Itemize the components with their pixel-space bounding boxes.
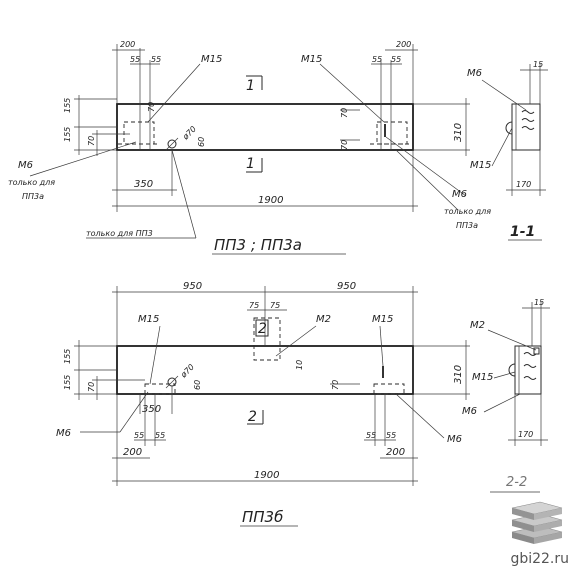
dim-200-right-b: 200 [386,447,405,458]
bottom-slab-outline [116,345,414,395]
note-only-pp3a-right-2: ПП3а [456,221,478,230]
bottom-embed-center [253,317,281,361]
note-only-pp3: только для ПП3 [86,229,153,238]
dim-70-inner-c: 70 [340,140,349,150]
dim-55-c: 55 [372,55,382,64]
dim-70-left-b: 70 [87,382,96,392]
dim-950-left: 950 [183,281,202,292]
dim-55-b: 55 [151,55,161,64]
hole-dia: ø70 [180,124,198,142]
dim-155-top: 155 [63,98,72,113]
title-pp3-pp3a: ПП3 ; ПП3а [214,236,302,254]
cut-mark-1-top: 1 [246,78,255,94]
dim-200-left: 200 [120,40,135,49]
section-label-m6: М6 [467,68,482,79]
stack-of-slabs-icon [511,501,563,544]
dim-200-right: 200 [396,40,411,49]
top-embed-left [123,121,155,145]
dim-1900-bottom: 1900 [254,470,279,481]
dim-60: 60 [197,137,206,147]
dim-350-b: 350 [142,404,161,415]
dim-155-bottom-b: 155 [63,375,72,390]
dim-55-c-b: 55 [366,431,376,440]
dim-55-d-b: 55 [386,431,396,440]
dim-310: 310 [453,123,464,142]
cut-mark-2-bottom: 2 [248,409,257,425]
label-m2-center: М2 [316,314,331,325]
dim-55-d: 55 [391,55,401,64]
label-m6-right: М6 [452,189,467,200]
section-dim-170-b: 170 [518,430,533,439]
dim-55-b-b: 55 [155,431,165,440]
watermark-text: gbi22.ru [510,551,569,567]
note-only-pp3a-left-1: только для [8,178,55,187]
section-1-1: М6 М15 15 170 1-1 [467,60,548,241]
bottom-embed-right [373,383,405,395]
label-m15-right: М15 [301,54,322,65]
label-m6-left-b: М6 [56,428,71,439]
label-m6-left: М6 [18,160,33,171]
dim-55-a: 55 [130,55,140,64]
section-label-m2: М2 [470,320,485,331]
dim-950-right: 950 [337,281,356,292]
top-slab-outline [116,103,414,151]
top-hole [167,139,177,149]
cut-mark-2-top: 2 [258,321,267,337]
dim-1900-top: 1900 [258,195,283,206]
label-m15-right-b: М15 [372,314,393,325]
label-m15-left: М15 [201,54,222,65]
dim-60-b: 60 [193,380,202,390]
note-only-pp3a-left-2: ПП3а [22,192,44,201]
section-2-2: М2 М15 М6 15 170 2-2 [462,298,550,493]
dim-70-inner-b: 70 [340,108,349,118]
title-pp3b: ПП3б [242,508,283,526]
section-label-m6-b: М6 [462,406,477,417]
cut-mark-1-bottom: 1 [246,156,255,172]
dim-55-a-b: 55 [134,431,144,440]
dim-75-b: 75 [270,301,280,310]
top-embed-right [376,121,408,145]
dim-155-top-b: 155 [63,349,72,364]
dim-70-inner-a: 70 [147,102,156,112]
section-dim-15-b: 15 [534,298,544,307]
section-label-m15: М15 [470,160,491,171]
section-dim-170: 170 [516,180,531,189]
dim-155-bottom: 155 [63,127,72,142]
dim-350: 350 [134,179,153,190]
note-only-pp3a-right-1: только для [444,207,491,216]
dim-10: 10 [295,360,304,370]
section-title-1-1: 1-1 [510,224,535,240]
dim-200-left-b: 200 [123,447,142,458]
section-dim-15: 15 [533,60,543,69]
label-m6-right-b: М6 [447,434,462,445]
bottom-drawing: 950 950 75 75 2 2 М15 М2 10 М15 155 155 … [56,281,550,527]
dim-75-a: 75 [249,301,259,310]
bottom-embed-left [144,383,176,395]
dim-70-right-b: 70 [331,380,340,390]
section-label-m15-b: М15 [472,372,493,383]
dim-70-left: 70 [87,136,96,146]
label-m15-left-b: М15 [138,314,159,325]
hole-dia-b: ø70 [178,362,196,380]
top-drawing: 200 200 55 55 55 55 М15 М15 1 1 155 155 … [8,40,548,255]
dim-310-b: 310 [453,365,464,384]
section-title-2-2: 2-2 [506,475,527,490]
